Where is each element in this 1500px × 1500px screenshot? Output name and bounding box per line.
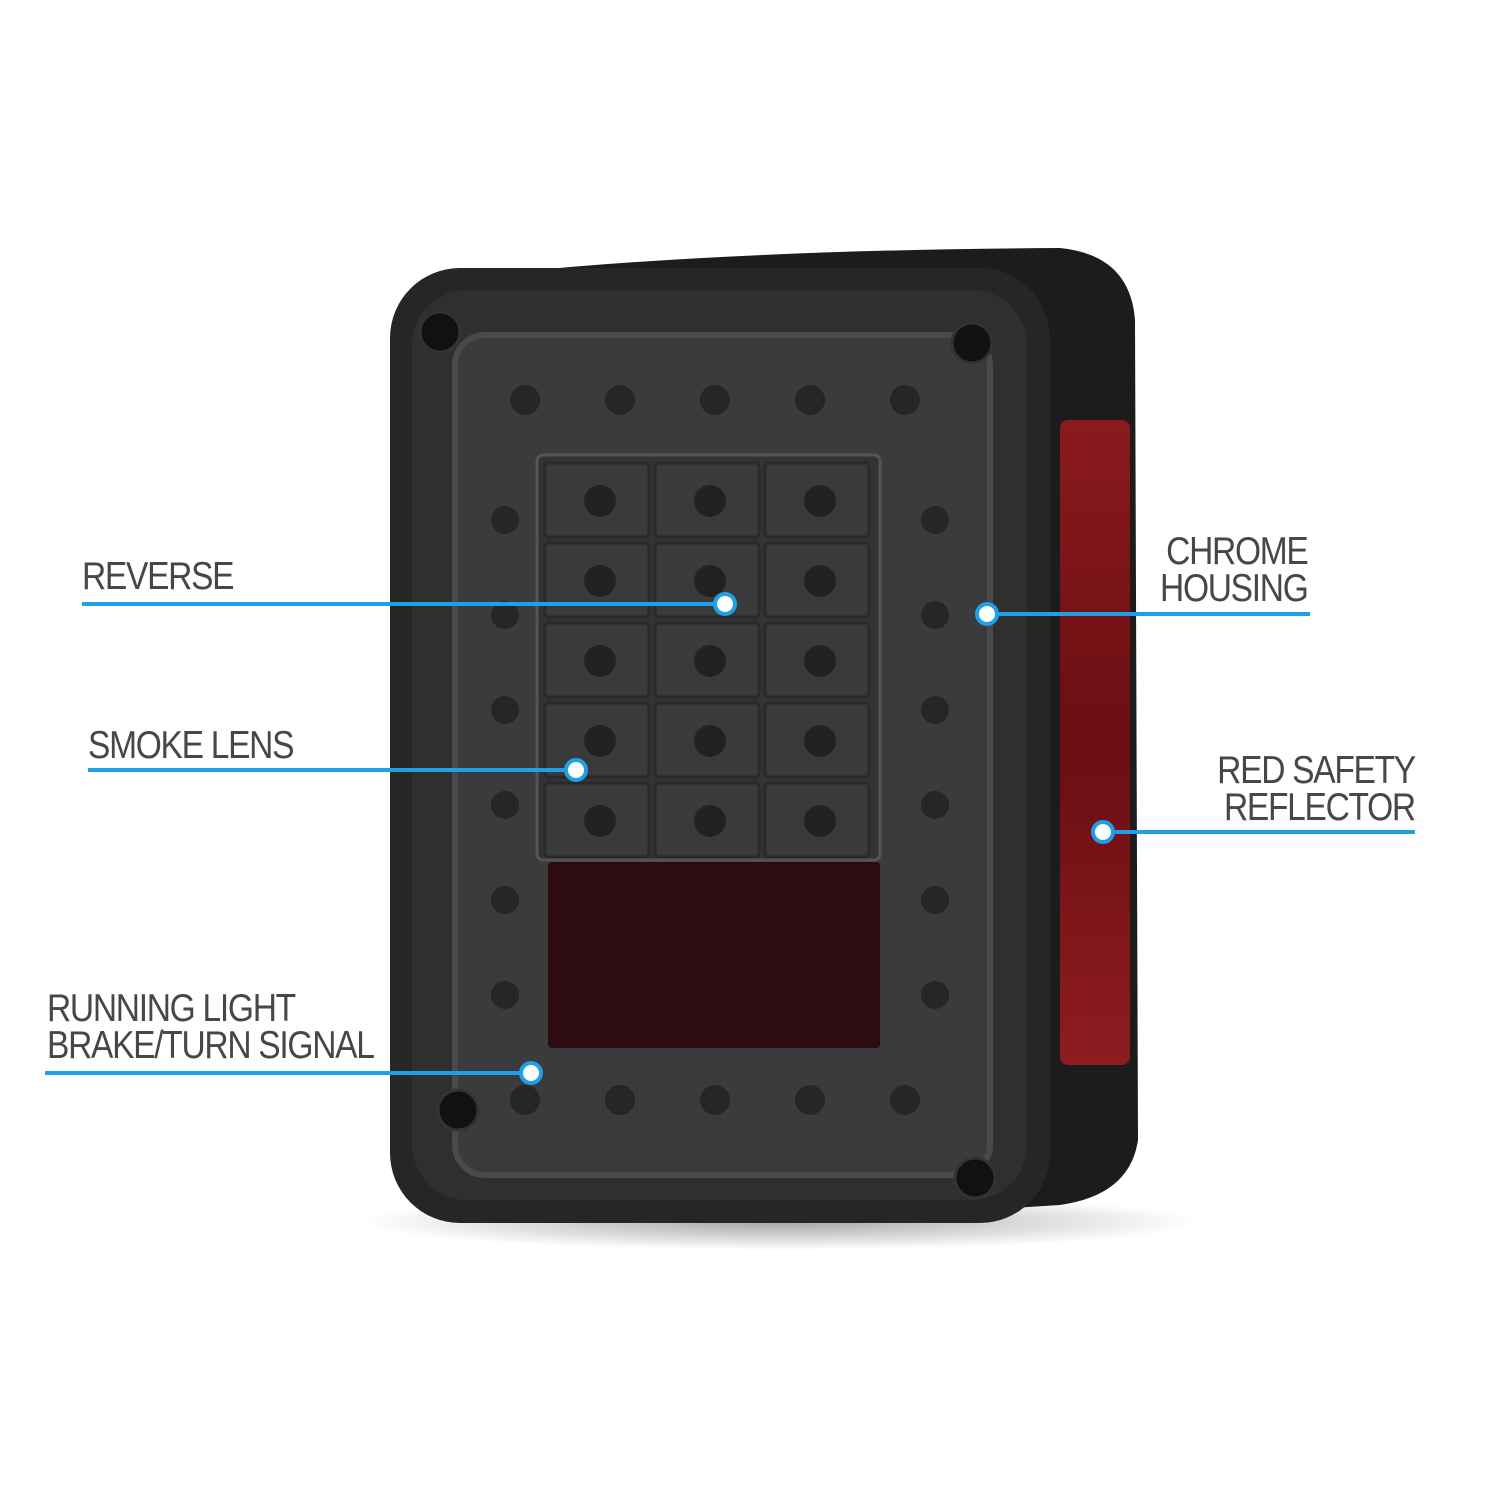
screw-icon xyxy=(418,310,462,354)
label-line: REFLECTOR xyxy=(1224,786,1416,829)
led-bulb xyxy=(584,725,616,757)
led-bulb xyxy=(921,601,949,629)
led-bulb xyxy=(795,385,825,415)
callout-label-smoke-lens: SMOKE LENS xyxy=(88,724,294,767)
led-bulb xyxy=(804,805,836,837)
label-line: RUNNING LIGHT xyxy=(47,987,296,1030)
led-bulb xyxy=(584,645,616,677)
label-line: SMOKE LENS xyxy=(88,724,294,767)
callout-dot xyxy=(713,592,737,616)
label-line: HOUSING xyxy=(1160,567,1309,610)
led-bulb xyxy=(694,565,726,597)
led-bulb xyxy=(921,696,949,724)
led-bulb xyxy=(890,1085,920,1115)
screw-icon xyxy=(436,1088,480,1132)
led-bulb xyxy=(491,886,519,914)
led-bulb xyxy=(921,886,949,914)
led-bulb xyxy=(804,485,836,517)
callout-label-red-reflector: RED SAFETY REFLECTOR xyxy=(1217,749,1416,829)
led-bulb xyxy=(491,696,519,724)
led-bulb xyxy=(510,1085,540,1115)
led-bulb xyxy=(584,805,616,837)
label-line: REVERSE xyxy=(82,555,235,598)
led-bulb xyxy=(804,725,836,757)
led-bulb xyxy=(491,601,519,629)
led-bulb xyxy=(921,791,949,819)
red-safety-reflector xyxy=(1060,420,1130,1065)
led-bulb xyxy=(510,385,540,415)
led-bulb xyxy=(804,565,836,597)
callout-dot xyxy=(564,758,588,782)
led-bulb xyxy=(700,385,730,415)
callout-dot xyxy=(975,602,999,626)
led-bulb xyxy=(491,981,519,1009)
led-bulb xyxy=(491,506,519,534)
label-line: BRAKE/TURN SIGNAL xyxy=(47,1024,375,1067)
led-bulb xyxy=(694,725,726,757)
label-line: RED SAFETY xyxy=(1217,749,1416,792)
red-brake-block xyxy=(548,862,880,1048)
led-bulb xyxy=(605,385,635,415)
led-bulb xyxy=(584,565,616,597)
led-bulb xyxy=(804,645,836,677)
callout-dot xyxy=(1091,820,1115,844)
led-bulb xyxy=(700,1085,730,1115)
callout-dot xyxy=(519,1061,543,1085)
label-line: CHROME xyxy=(1166,530,1310,573)
led-bulb xyxy=(890,385,920,415)
led-bulb xyxy=(584,485,616,517)
led-bulb xyxy=(491,791,519,819)
screw-icon xyxy=(953,1156,997,1200)
led-bulb xyxy=(921,506,949,534)
led-bulb xyxy=(694,485,726,517)
callout-label-reverse: REVERSE xyxy=(82,555,235,598)
led-bulb xyxy=(605,1085,635,1115)
led-bulb xyxy=(694,645,726,677)
screw-icon xyxy=(950,321,994,365)
callout-label-chrome-housing: CHROME HOUSING xyxy=(1160,530,1310,610)
led-bulb xyxy=(795,1085,825,1115)
callout-label-running-light: RUNNING LIGHT BRAKE/TURN SIGNAL xyxy=(47,987,375,1067)
led-bulb xyxy=(694,805,726,837)
led-bulb xyxy=(921,981,949,1009)
